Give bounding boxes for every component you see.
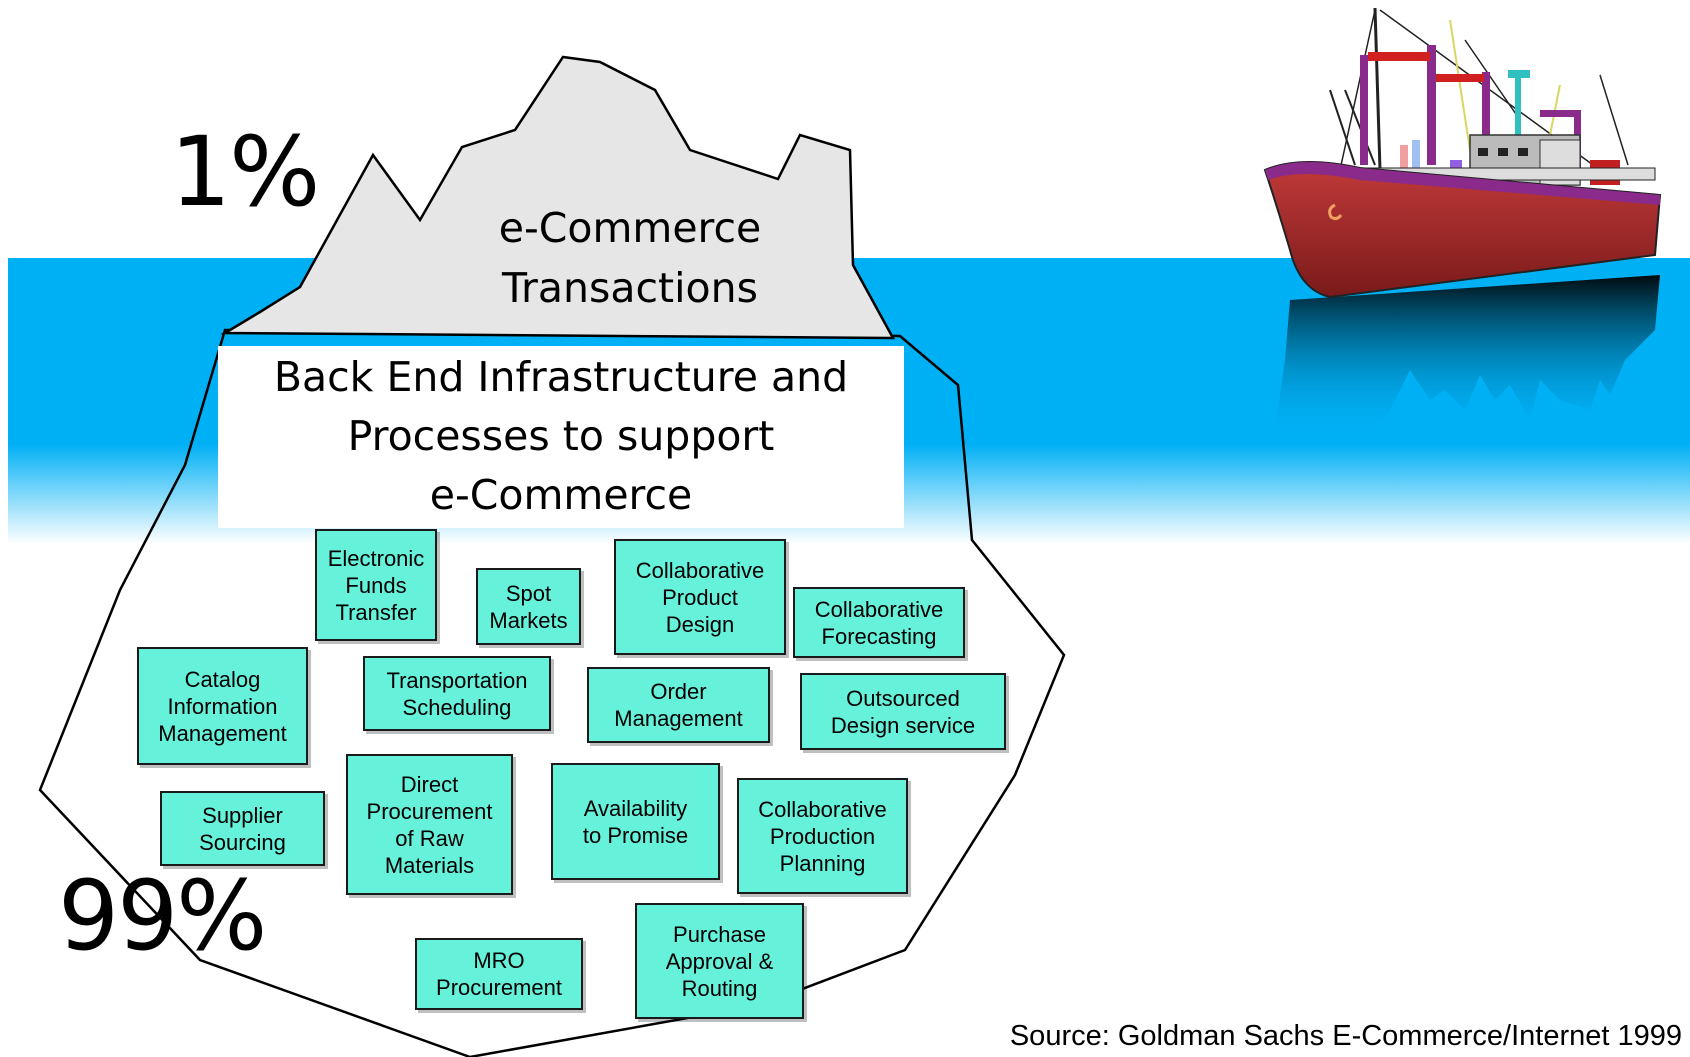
source-citation: Source: Goldman Sachs E-Commerce/Interne… bbox=[1009, 1020, 1682, 1052]
tip-title-line1: e-Commerce bbox=[498, 204, 762, 252]
backend-title-line2: Processes to support bbox=[347, 412, 775, 460]
iceberg-body bbox=[38, 328, 1066, 1057]
process-box-spot-markets: Spot Markets bbox=[476, 568, 581, 645]
base-percent-label: 99% bbox=[58, 860, 267, 972]
process-box-mro-procurement: MRO Procurement bbox=[415, 938, 583, 1010]
backend-title-line3: e-Commerce bbox=[429, 471, 693, 519]
ship-reflection bbox=[1275, 275, 1660, 440]
process-box-collaborative-product-design: Collaborative Product Design bbox=[614, 539, 786, 655]
process-box-transportation-scheduling: Transportation Scheduling bbox=[363, 656, 551, 731]
process-box-collaborative-production-planning: Collaborative Production Planning bbox=[737, 778, 908, 894]
tip-percent-label: 1% bbox=[170, 116, 320, 228]
process-box-electronic-funds-transfer: Electronic Funds Transfer bbox=[315, 529, 437, 641]
process-box-supplier-sourcing: Supplier Sourcing bbox=[160, 791, 325, 866]
process-box-collaborative-forecasting: Collaborative Forecasting bbox=[793, 587, 965, 658]
process-box-direct-procurement: Direct Procurement of Raw Materials bbox=[346, 754, 513, 895]
iceberg-tip bbox=[220, 55, 896, 340]
process-box-order-management: Order Management bbox=[587, 667, 770, 743]
process-box-purchase-approval-routing: Purchase Approval & Routing bbox=[635, 903, 804, 1019]
tip-title-line2: Transactions bbox=[502, 264, 758, 312]
backend-title-line1: Back End Infrastructure and bbox=[273, 353, 849, 401]
backend-title-box: Back End Infrastructure and Processes to… bbox=[218, 346, 904, 528]
process-box-catalog-information-management: Catalog Information Management bbox=[137, 647, 308, 765]
process-box-availability-to-promise: Availability to Promise bbox=[551, 763, 720, 880]
ship-icon bbox=[1263, 7, 1662, 299]
process-box-outsourced-design-service: Outsourced Design service bbox=[800, 673, 1006, 750]
